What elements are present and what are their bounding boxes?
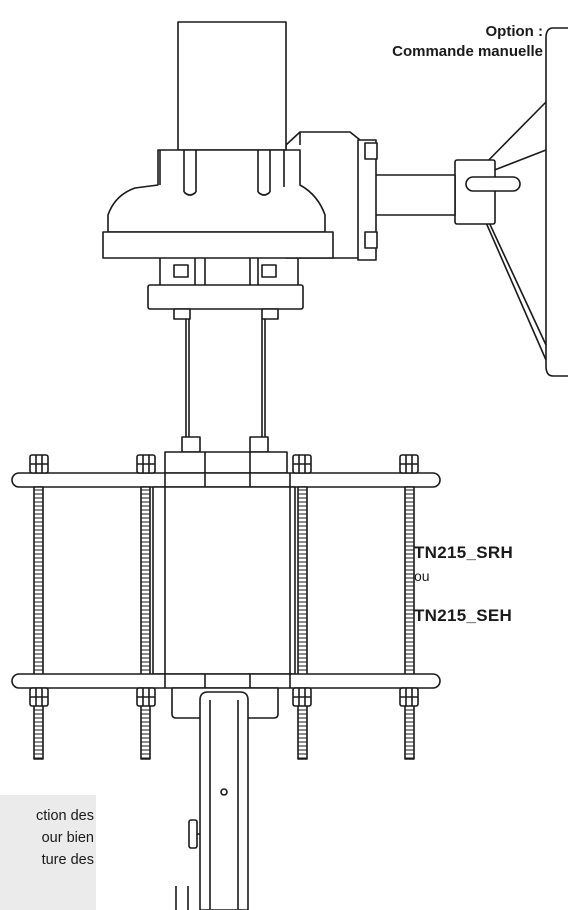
note-line-2: our bien [41, 830, 94, 846]
model-label-seh: TN215_SEH [414, 606, 513, 625]
top-nuts [29, 454, 419, 474]
top-flange-bar [11, 472, 441, 488]
note-line-3: ture des [41, 852, 94, 868]
handwheel-rim [545, 27, 568, 377]
bottom-nuts [29, 687, 419, 707]
option-label-line-2: Commande manuelle [392, 43, 543, 60]
handwheel [374, 27, 568, 377]
coupling-rods [185, 319, 266, 437]
hand-shaft [374, 174, 456, 216]
bell-bolts [159, 258, 299, 285]
bell-base-flange [102, 231, 334, 259]
motor-block [177, 21, 287, 151]
model-label-or: ou [414, 568, 430, 584]
top-bridge-plate [164, 451, 288, 474]
valve-body [152, 486, 296, 675]
handwheel-hub [454, 159, 496, 225]
note-line-1: ction des [35, 808, 94, 824]
adapter-plate [147, 284, 304, 310]
option-label-line-1: Option : [485, 23, 543, 40]
handwheel-spokes [473, 101, 547, 361]
note-box: ction des our bien ture des [0, 795, 96, 910]
hub-slot [465, 176, 521, 192]
option-label: Option : Commande manuelle [392, 22, 543, 62]
model-label-srh: TN215_SRH [414, 543, 514, 562]
actuator-bell [102, 149, 334, 259]
note-text: ction des our bien ture des [36, 805, 94, 871]
threaded-rods [33, 486, 415, 760]
bottom-flange-bar [11, 673, 441, 689]
lower-valve-stem [175, 691, 249, 910]
